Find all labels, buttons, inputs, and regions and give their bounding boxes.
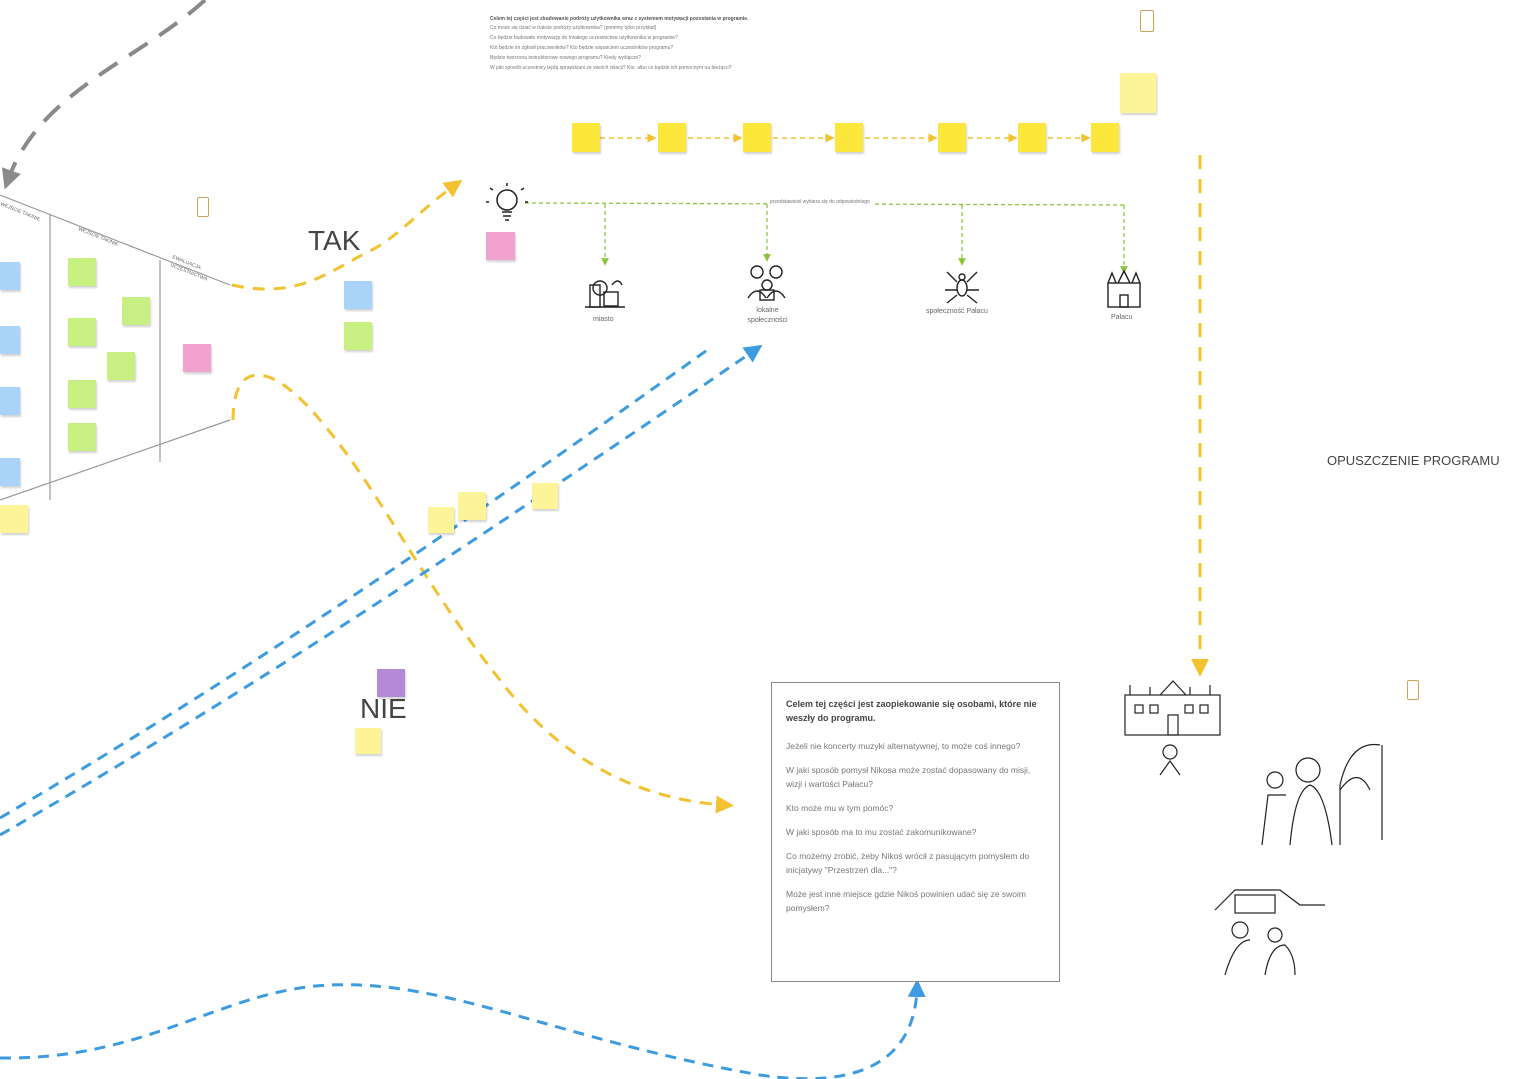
sticky-note[interactable]	[1091, 123, 1119, 152]
sticky-note[interactable]	[344, 281, 372, 309]
label-branch: przedstawiciel wybiera się do odpowiedni…	[768, 197, 872, 207]
funnel-col-label-2: WEJŚCIE TAK/NIE	[77, 224, 120, 248]
label-spolecznosc: społeczność Pałacu	[926, 308, 988, 315]
label-palac: Pałacu	[1111, 314, 1133, 321]
sticky-note[interactable]	[344, 322, 372, 350]
sticky-note[interactable]	[1120, 73, 1156, 113]
top-instructions-line: W jaki sposób uczestnicy będą sprawdzani…	[490, 65, 732, 71]
spider-icon	[945, 271, 979, 304]
yellow-arrow-nie	[231, 373, 734, 814]
nie-questions-box: Celem tej części jest zaopiekowanie się …	[771, 682, 1060, 982]
sticky-note[interactable]	[532, 483, 558, 509]
top-instructions-line: Co może się dziać w trakcie podróży użyt…	[490, 25, 657, 31]
label-nie: NIE	[360, 693, 407, 724]
nie-box-question: W jaki sposób pomysł Nikosa może zostać …	[786, 765, 1031, 789]
sticky-note[interactable]	[572, 123, 600, 152]
sticky-note[interactable]	[68, 258, 96, 286]
nie-box-lead: Celem tej części jest zaopiekowanie się …	[786, 699, 1037, 723]
sticky-note[interactable]	[183, 344, 211, 372]
people-icon	[747, 265, 786, 301]
nie-box-question: Kto może mu w tym pomóc?	[786, 803, 894, 813]
sticky-note[interactable]	[122, 297, 150, 325]
group-drawing	[1214, 889, 1325, 976]
sticky-note[interactable]	[1018, 123, 1046, 152]
funnel-board	[0, 194, 231, 501]
yellow-arrow-tak	[231, 179, 463, 291]
label-miasto: miasto	[593, 316, 614, 323]
top-instructions: Celem tej części jest zbudowanie podróży…	[490, 15, 910, 73]
palace-icon	[1107, 269, 1141, 308]
sticky-note[interactable]	[377, 669, 405, 697]
grey-arrow	[1, 0, 207, 190]
sticky-note[interactable]	[0, 505, 28, 533]
nie-box-question: Może jest inne miejsce gdzie Nikoś powin…	[786, 889, 1026, 913]
sticky-note[interactable]	[0, 458, 20, 486]
top-instructions-line: Będzie tworzona instruktorowe nowego pro…	[490, 55, 641, 61]
sticky-note[interactable]	[835, 123, 863, 152]
nie-box-question: Co możemy zrobić, żeby Nikoś wrócił z pa…	[786, 851, 1030, 875]
logo-icon	[197, 197, 209, 217]
logo-icon	[1407, 680, 1419, 700]
palace-illustration	[1124, 680, 1221, 776]
sticky-note[interactable]	[938, 123, 966, 152]
top-instructions-line: Co będzie budowało motywację do trwałego…	[490, 35, 678, 41]
sticky-note[interactable]	[743, 123, 771, 152]
sticky-note[interactable]	[0, 387, 20, 415]
nie-box-question: Jeżeli nie koncerty muzyki alternatywnej…	[786, 741, 1021, 751]
sticky-note[interactable]	[0, 262, 20, 290]
top-instructions-line: Kto będzie im zgłosił pracowników? Kto b…	[490, 45, 674, 51]
sticky-note[interactable]	[68, 380, 96, 408]
logo-icon	[1140, 10, 1154, 32]
label-ludzie: lokalne społeczności	[747, 307, 788, 324]
lightbulb-icon	[486, 183, 528, 221]
sticky-note[interactable]	[458, 492, 486, 520]
green-branch-lines	[524, 202, 1128, 274]
blue-arrow-1	[0, 346, 711, 820]
sticky-note[interactable]	[68, 423, 96, 451]
sticky-note[interactable]	[107, 352, 135, 380]
sticky-note[interactable]	[658, 123, 686, 152]
blue-arrow-3	[0, 979, 926, 1079]
blue-arrow-2	[0, 344, 763, 837]
sticky-note[interactable]	[68, 318, 96, 346]
nie-box-question: W jaki sposób ma to mu zostać zakomuniko…	[786, 827, 977, 837]
sticky-note[interactable]	[486, 232, 515, 260]
sticky-note[interactable]	[355, 728, 381, 754]
city-icon	[585, 280, 625, 308]
label-exit: OPUSZCZENIE PROGRAMU	[1327, 453, 1500, 468]
top-instructions-heading: Celem tej części jest zbudowanie podróży…	[490, 16, 749, 22]
people-drawing	[1261, 743, 1383, 846]
sticky-note[interactable]	[0, 326, 20, 354]
label-tak: TAK	[308, 225, 361, 256]
sticky-note[interactable]	[428, 507, 454, 533]
